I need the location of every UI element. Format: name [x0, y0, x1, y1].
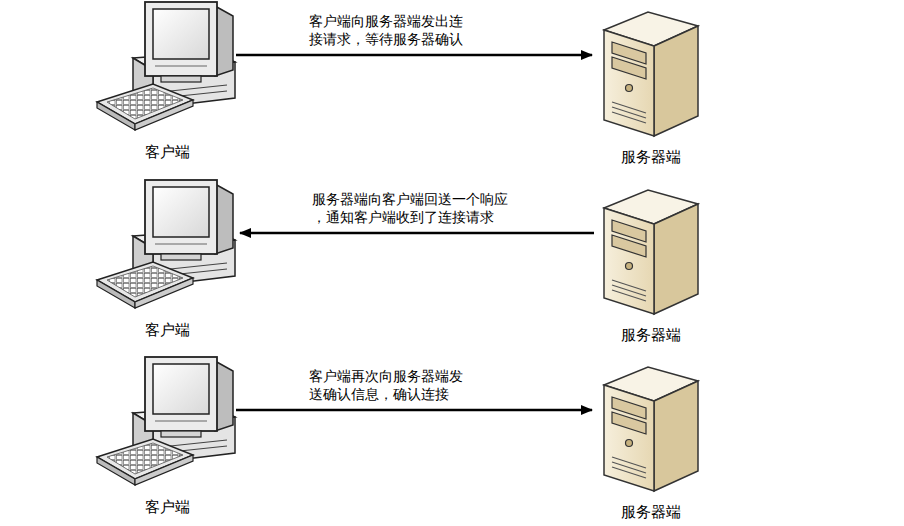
node-label: 客户端 [91, 321, 244, 339]
server-machine: 服务器端 [594, 363, 707, 521]
server-icon [598, 363, 703, 493]
server-icon [598, 186, 703, 316]
server-machine: 服务器端 [594, 8, 707, 166]
client-computer: 客户端 [91, 178, 244, 339]
node-label: 客户端 [91, 498, 244, 516]
arrow-connector [236, 409, 592, 412]
client-computer: 客户端 [91, 355, 244, 516]
edge-label: 服务器端向客户端回送一个响应 ，通知客户端收到了连接请求 [310, 190, 524, 226]
node-label: 客户端 [91, 143, 244, 161]
server-machine: 服务器端 [594, 186, 707, 344]
node-label: 服务器端 [594, 148, 707, 166]
arrow-connector [236, 54, 592, 57]
node-label: 服务器端 [594, 503, 707, 521]
edge-label: 客户端再次向服务器端发 送确认信息，确认连接 [307, 367, 521, 403]
client-computer: 客户端 [91, 0, 244, 161]
edge-label: 客户端向服务器端发出连 接请求，等待服务器确认 [307, 12, 521, 48]
computer-icon [95, 178, 240, 313]
computer-icon [95, 355, 240, 490]
arrow-connector [240, 232, 594, 235]
server-icon [598, 8, 703, 138]
node-label: 服务器端 [594, 326, 707, 344]
computer-icon [95, 0, 240, 135]
